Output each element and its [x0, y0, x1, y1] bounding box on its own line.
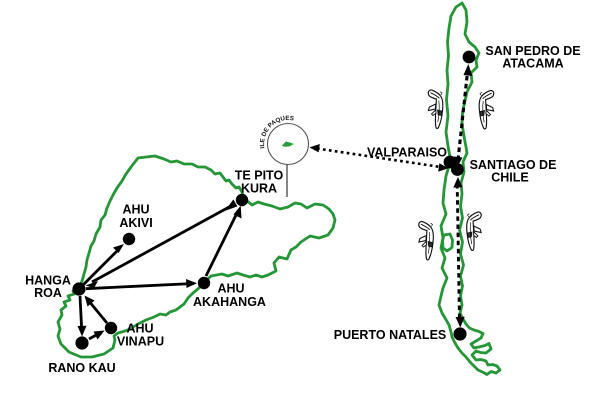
svg-text:TE PITO: TE PITO [235, 169, 284, 183]
svg-text:CHILE: CHILE [491, 171, 529, 185]
svg-text:VINAPU: VINAPU [117, 335, 164, 349]
svg-text:KURA: KURA [241, 182, 277, 196]
svg-text:SANTIAGO DE: SANTIAGO DE [470, 158, 557, 172]
svg-text:AHU: AHU [217, 282, 244, 296]
svg-text:VALPARAISO: VALPARAISO [367, 146, 447, 160]
svg-text:ROA: ROA [34, 286, 62, 300]
svg-text:AKIVI: AKIVI [119, 216, 152, 230]
svg-text:HANGA: HANGA [25, 274, 71, 288]
svg-text:RANO KAU: RANO KAU [48, 361, 115, 375]
svg-text:AKAHANGA: AKAHANGA [193, 295, 266, 309]
svg-text:SAN PEDRO DE: SAN PEDRO DE [485, 44, 580, 58]
svg-text:AHU: AHU [126, 322, 153, 336]
svg-text:AHU: AHU [122, 203, 149, 217]
svg-text:ATACAMA: ATACAMA [502, 57, 563, 71]
svg-text:PUERTO NATALES: PUERTO NATALES [334, 328, 447, 342]
